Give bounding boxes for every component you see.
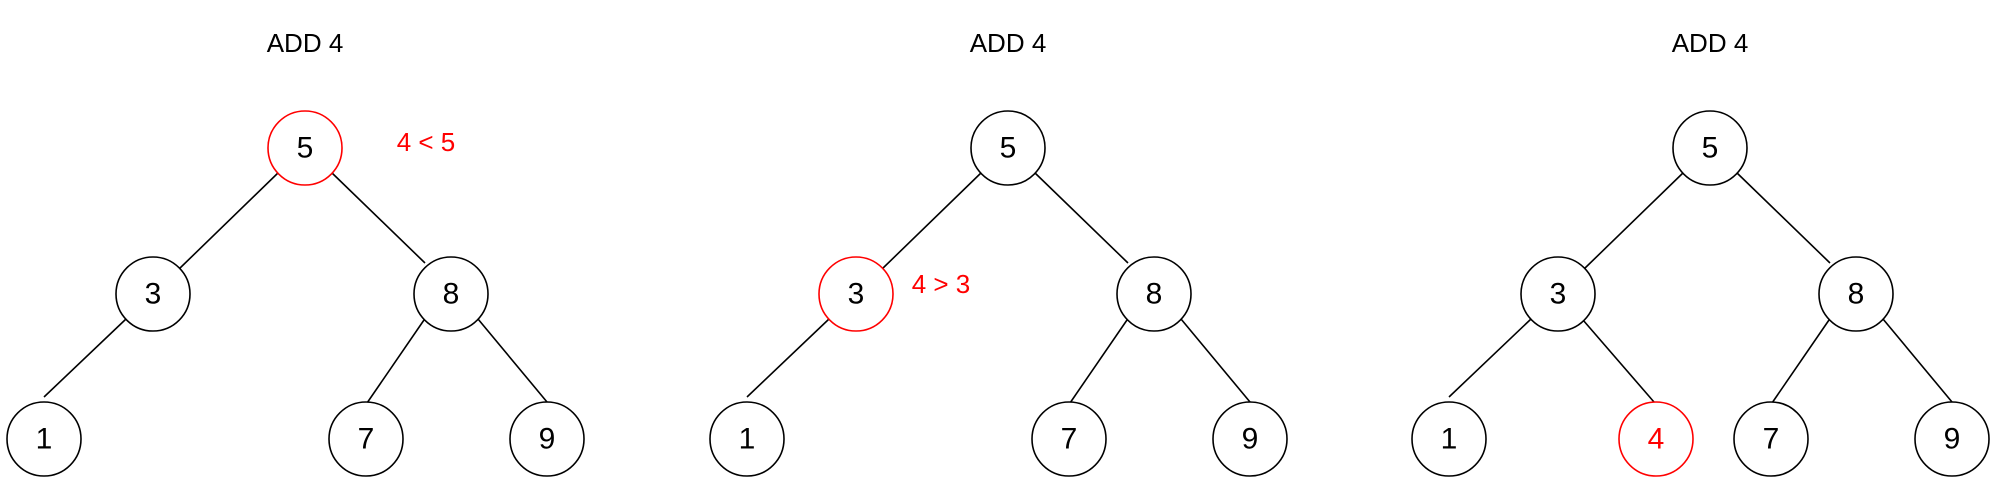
node-9: 9: [1914, 401, 1990, 477]
node-4-label: 4: [1648, 423, 1665, 456]
node-5: 5: [970, 110, 1046, 186]
node-8: 8: [413, 256, 489, 332]
node-1-circle: [6, 401, 82, 477]
node-3: 3: [115, 256, 191, 332]
node-3: 3: [1520, 256, 1596, 332]
edge-5-3: [177, 170, 281, 271]
edge-8-9: [1180, 318, 1251, 403]
node-3: 3: [818, 256, 894, 332]
node-3-circle: [818, 256, 894, 332]
node-8-circle: [413, 256, 489, 332]
node-7-circle: [1733, 401, 1809, 477]
node-3-label: 3: [145, 278, 162, 311]
node-9: 9: [509, 401, 585, 477]
node-1-circle: [709, 401, 785, 477]
node-9-label: 9: [1242, 423, 1259, 456]
node-1: 1: [6, 401, 82, 477]
node-3-circle: [115, 256, 191, 332]
panel-2: ADD 4 5 3 8 1 7 9 4 > 3: [709, 28, 1288, 477]
node-8-label: 8: [443, 278, 460, 311]
panel-3-title: ADD 4: [1672, 28, 1749, 58]
node-3-label: 3: [848, 278, 865, 311]
panel-1-title: ADD 4: [267, 28, 344, 58]
node-8: 8: [1818, 256, 1894, 332]
edge-8-7: [366, 319, 425, 404]
node-9-circle: [509, 401, 585, 477]
comparison-note: 4 < 5: [397, 127, 456, 157]
node-5-circle: [1672, 110, 1748, 186]
node-9-circle: [1212, 401, 1288, 477]
node-7: 7: [1733, 401, 1809, 477]
edge-5-8: [1033, 171, 1129, 264]
node-3-label: 3: [1550, 278, 1567, 311]
edge-5-3: [1582, 170, 1686, 271]
node-9-circle: [1914, 401, 1990, 477]
edge-5-8: [330, 171, 426, 264]
node-1-label: 1: [739, 423, 756, 456]
node-9-label: 9: [1944, 423, 1961, 456]
panel-1: ADD 4 5 3 8 1 7 9 4 < 5: [6, 28, 585, 477]
node-7-circle: [328, 401, 404, 477]
panel-2-title: ADD 4: [970, 28, 1047, 58]
node-7-label: 7: [1061, 423, 1078, 456]
edge-5-8: [1735, 171, 1831, 264]
node-1: 1: [1411, 401, 1487, 477]
edge-3-1: [746, 318, 830, 398]
node-1-label: 1: [1441, 423, 1458, 456]
panel-3: ADD 4 5 3 8 1 4 7: [1411, 28, 1990, 477]
node-8-label: 8: [1146, 278, 1163, 311]
node-1-circle: [1411, 401, 1487, 477]
node-8-label: 8: [1848, 278, 1865, 311]
node-8-circle: [1818, 256, 1894, 332]
edge-3-1: [43, 318, 127, 398]
edge-3-1: [1448, 318, 1532, 398]
node-5-label: 5: [297, 132, 314, 165]
edge-8-9: [477, 318, 548, 403]
node-5-label: 5: [1000, 132, 1017, 165]
node-9-label: 9: [539, 423, 556, 456]
node-8-circle: [1116, 256, 1192, 332]
node-7-circle: [1031, 401, 1107, 477]
edge-8-9: [1882, 318, 1953, 403]
node-3-circle: [1520, 256, 1596, 332]
node-5: 5: [1672, 110, 1748, 186]
node-4-circle: [1618, 401, 1694, 477]
edge-5-3: [880, 170, 984, 271]
node-7: 7: [328, 401, 404, 477]
node-5-circle: [267, 110, 343, 186]
comparison-note: 4 > 3: [912, 269, 971, 299]
node-9: 9: [1212, 401, 1288, 477]
node-8: 8: [1116, 256, 1192, 332]
node-1: 1: [709, 401, 785, 477]
node-5: 5: [267, 110, 343, 186]
node-5-circle: [970, 110, 1046, 186]
node-7-label: 7: [358, 423, 375, 456]
node-1-label: 1: [36, 423, 53, 456]
edge-8-7: [1771, 319, 1830, 404]
node-4: 4: [1618, 401, 1694, 477]
node-5-label: 5: [1702, 132, 1719, 165]
node-7: 7: [1031, 401, 1107, 477]
edge-3-4: [1582, 319, 1655, 403]
edge-8-7: [1069, 319, 1128, 404]
node-7-label: 7: [1763, 423, 1780, 456]
